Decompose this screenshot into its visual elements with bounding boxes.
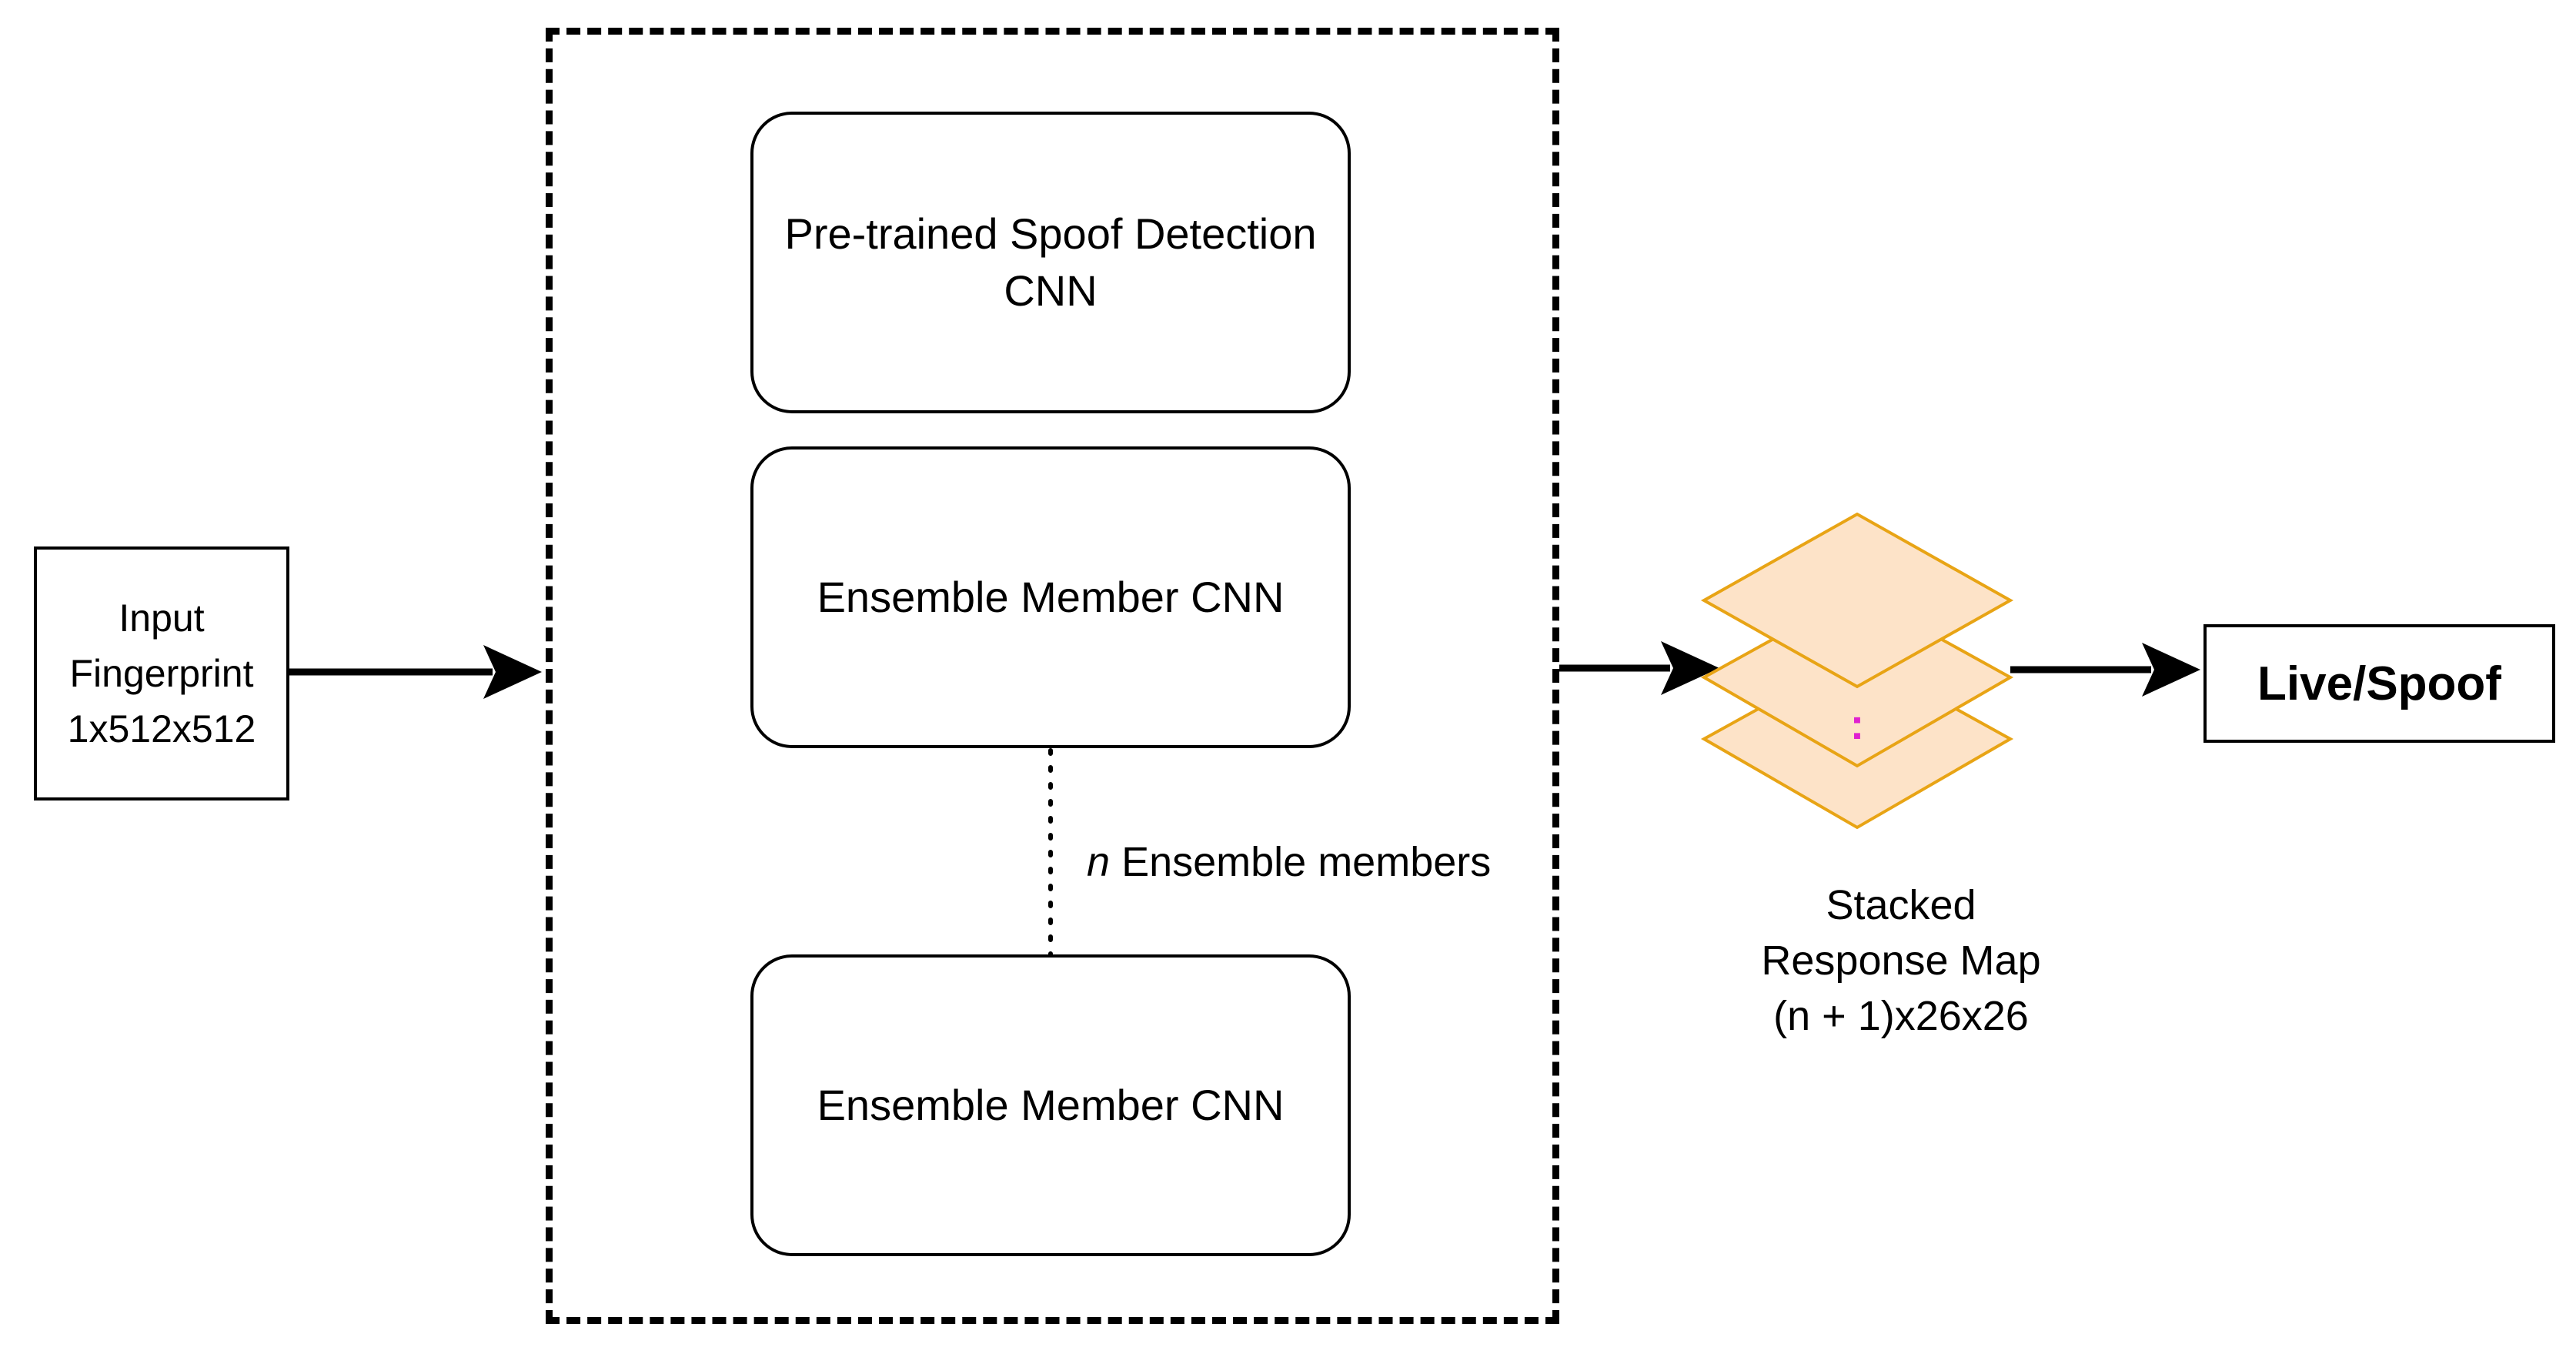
- pretrained-spoof-cnn-box: Pre-trained Spoof Detection CNN: [750, 112, 1351, 413]
- ensemble-frame: [546, 28, 1559, 1324]
- input-fingerprint-box: Input Fingerprint 1x512x512: [34, 546, 289, 800]
- input-label: Input: [119, 597, 205, 640]
- input-fingerprint-label: Fingerprint: [69, 652, 254, 695]
- pretrained-cnn-label-line2: CNN: [1004, 266, 1098, 315]
- input-dimensions-label: 1x512x512: [67, 707, 256, 750]
- ensemble-member-label-last: Ensemble Member CNN: [817, 1081, 1285, 1129]
- stack-label-line1: Stacked: [1826, 882, 1976, 928]
- output-live-spoof-box: Live/Spoof: [2203, 624, 2555, 743]
- arrow-stack-to-output: [2010, 643, 2200, 697]
- stack-label-line3: (n + 1)x26x26: [1773, 993, 2029, 1039]
- ensemble-member-cnn-box-first: Ensemble Member CNN: [750, 446, 1351, 748]
- arrow-ensemble-to-stack: [1559, 641, 1719, 695]
- stacked-response-map-label: Stacked Response Map (n + 1)x26x26: [1662, 877, 2140, 1044]
- stacked-response-map: :: [1700, 512, 2014, 830]
- pretrained-cnn-label-line1: Pre-trained Spoof Detection: [784, 209, 1317, 258]
- n-symbol: n: [1087, 839, 1111, 885]
- output-label: Live/Spoof: [2257, 657, 2501, 710]
- stack-layer-top: [1700, 512, 2014, 689]
- stack-ellipsis: :: [1850, 700, 1865, 748]
- stack-label-line2: Response Map: [1761, 938, 2041, 984]
- n-ensemble-members-label: n Ensemble members: [1087, 835, 1549, 889]
- n-members-text: Ensemble members: [1121, 839, 1492, 885]
- arrow-input-to-ensemble: [289, 645, 542, 699]
- ensemble-member-label-first: Ensemble Member CNN: [817, 573, 1285, 621]
- ensemble-member-cnn-box-last: Ensemble Member CNN: [750, 954, 1351, 1256]
